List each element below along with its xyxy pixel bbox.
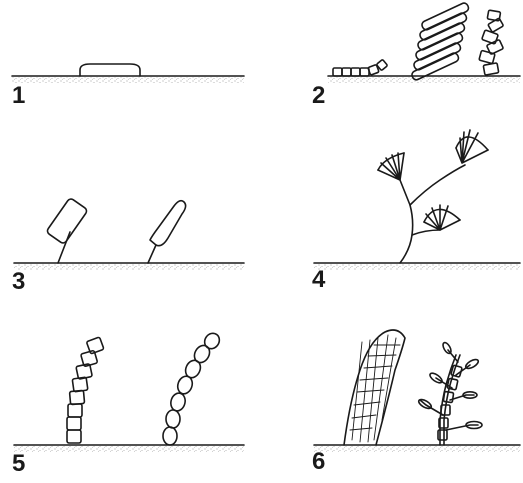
panel-4-main-stalk [400, 180, 413, 263]
panel-3-rect-cell [46, 197, 88, 244]
panel-2-chain-and-stack-forms [328, 2, 520, 83]
panel-4-substrate [314, 264, 520, 270]
panel-2-ribbon-stack [411, 2, 470, 81]
panel-5-square-chain [67, 337, 104, 443]
panel-2-prostrate-chain [333, 59, 388, 76]
panel-5-number: 5 [12, 452, 25, 476]
panel-3-club-cell [150, 201, 186, 246]
panel-5-substrate [14, 446, 244, 452]
panel-1-adnate-cell [80, 64, 140, 76]
panel-4-fan-left [378, 153, 404, 180]
panel-1-substrate [12, 77, 244, 83]
panel-4-fan-lower [424, 205, 460, 230]
panel-4-lower-branch [412, 230, 440, 235]
panel-1-adnate-form [12, 64, 244, 83]
panel-2-substrate [328, 77, 520, 83]
panel-4-number: 4 [312, 268, 325, 292]
panel-4-fan-colonies [314, 130, 520, 270]
panel-1-number: 1 [12, 84, 25, 108]
panel-6-branched-filament [417, 341, 482, 445]
panel-6-mucilage-tube [344, 330, 405, 445]
panel-5-oval-chain [163, 330, 222, 445]
panel-4-upper-branch [410, 165, 465, 205]
panel-2-number: 2 [312, 84, 325, 108]
panel-4-fan-top [456, 130, 488, 163]
panel-3-stalk-long [148, 245, 156, 263]
panel-3-number: 3 [12, 270, 25, 294]
panel-3-substrate [14, 264, 244, 270]
panel-6-number: 6 [312, 450, 325, 474]
panel-6-tube-and-branched-forms [314, 330, 520, 452]
panel-5-filament-chains [14, 330, 244, 452]
panel-2-zigzag-chain [479, 10, 504, 75]
panel-6-substrate [314, 446, 520, 452]
panel-3-stalked-forms [14, 197, 244, 270]
panel-3-stalk-short [58, 232, 70, 263]
